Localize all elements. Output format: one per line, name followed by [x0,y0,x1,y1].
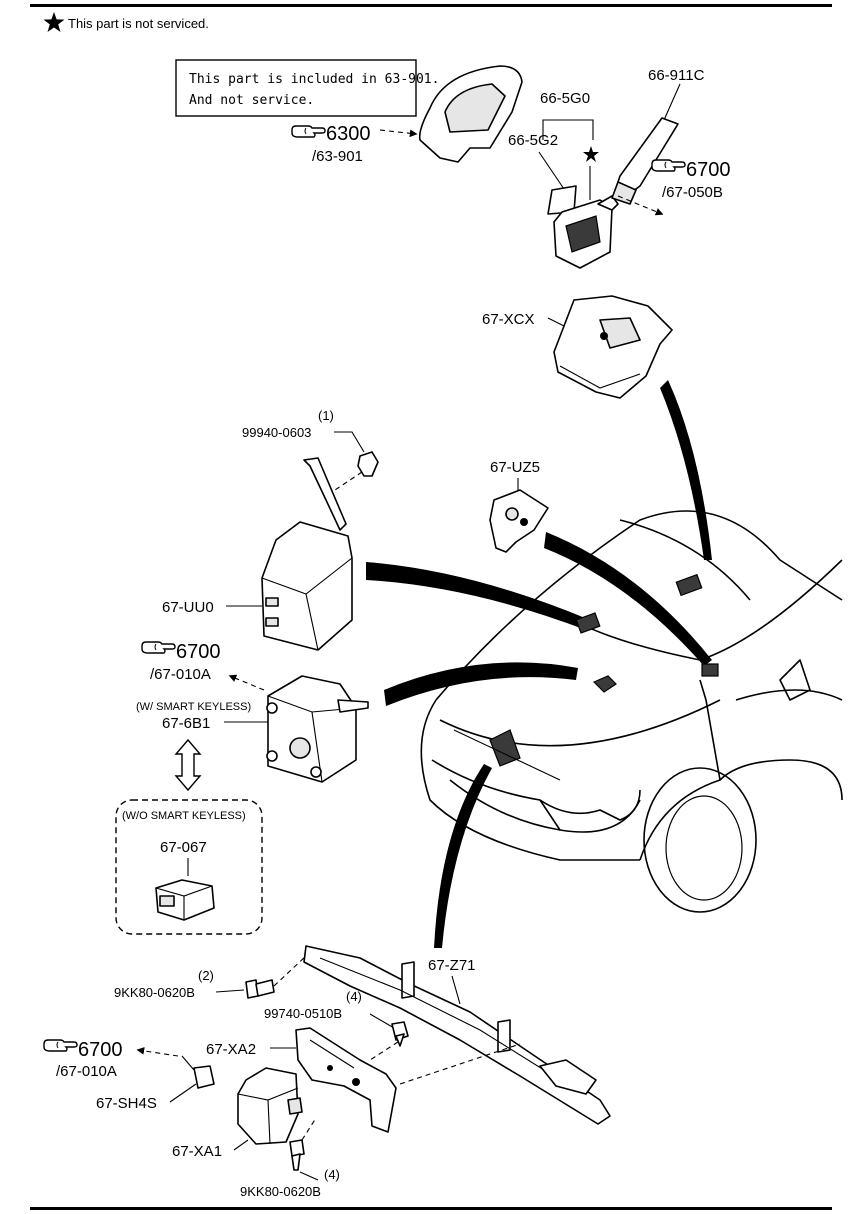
bracket-bar-part [303,945,611,1125]
qty-99740: (4) [346,989,362,1004]
pointing-hand-icon [651,159,686,172]
alternative-arrow [174,738,202,792]
part-99940-0603: 99940-0603 [242,425,311,440]
part-67-UU0: 67-UU0 [162,599,214,616]
ref-6300-code: 6300 [326,123,371,145]
wo-smart-keyless-box: (W/O SMART KEYLESS) 67-067 [115,799,263,935]
legend: This part is not serviced. [43,12,209,32]
radar-module-part [237,1067,303,1145]
connector-part [155,879,215,921]
part-67-SH4S: 67-SH4S [96,1095,157,1112]
pointer-swoosh-uu0 [366,562,590,630]
bolt-part-b [391,1021,409,1047]
pointer-swoosh-6b1 [384,662,578,706]
pointer-swoosh-uz5 [544,532,712,666]
ref-6700-mid-code: 6700 [176,641,221,663]
mount-bracket-part [295,1027,397,1133]
camera-module-part [553,295,673,399]
qty-99940: (1) [318,408,334,423]
part-67-XA2: 67-XA2 [206,1041,256,1058]
label-wo-smart-keyless: (W/O SMART KEYLESS) [122,810,246,822]
pointing-hand-icon [291,125,326,138]
part-9KK80-0620B-a: 9KK80-0620B [114,985,195,1000]
ref-6700-mid[interactable]: 6700 /67-010A [141,641,221,683]
part-66-911C: 66-911C [648,67,705,84]
ref-6700-bot-code: 6700 [78,1039,123,1061]
part-66-5G0: 66-5G0 [540,90,590,107]
part-67-067: 67-067 [160,839,207,856]
ref-6300-sub: /63-901 [312,148,363,165]
pointer-swoosh-z71 [434,764,492,948]
sensor-part [489,489,549,553]
part-67-XA1: 67-XA1 [172,1143,222,1160]
pointer-swoosh-xcx [660,380,712,560]
pointing-hand-icon [43,1039,78,1052]
part-67-UZ5: 67-UZ5 [490,459,540,476]
receiver-part [266,675,369,783]
stalk-cover-part [611,117,679,205]
part-9KK80-0620B-b: 9KK80-0620B [240,1184,321,1199]
ref-6700-top-sub: /67-050B [662,184,723,201]
bolt-part-c [289,1139,305,1171]
key-blank-part [418,65,523,163]
top-border [30,4,832,7]
ref-6700-top-code: 6700 [686,159,731,181]
star-icon [583,146,599,162]
part-99740-0510B: 99740-0510B [264,1006,342,1021]
note-line-1: This part is included in 63-901. [189,72,439,87]
ref-6700-mid-sub: /67-010A [150,666,211,683]
part-67-XCX: 67-XCX [482,311,535,328]
part-66-5G2: 66-5G2 [508,132,558,149]
vehicle-illustration [420,510,843,913]
ignition-switch-part [553,195,619,269]
legend-text: This part is not serviced. [68,16,209,31]
note-line-2: And not service. [189,93,314,108]
part-67-Z71: 67-Z71 [428,957,476,974]
qty-9KK80-a: (2) [198,968,214,983]
ref-6700-top[interactable]: 6700 /67-050B [651,159,731,201]
bottom-border [30,1207,832,1210]
qty-9KK80-b: (4) [324,1167,340,1182]
ref-6700-bot-sub: /67-010A [56,1063,117,1080]
label-smart-keyless: (W/ SMART KEYLESS) [136,701,251,713]
part-67-6B1: 67-6B1 [162,715,210,732]
bolt-part-a [245,979,275,999]
harness-connector-part [181,1055,215,1089]
ref-6700-bot[interactable]: 6700 /67-010A [43,1039,123,1080]
note-box: This part is included in 63-901. And not… [175,59,439,117]
control-module-part [261,457,353,651]
ref-6300[interactable]: 6300 /63-901 [291,123,371,165]
clip-part [357,451,379,477]
pointing-hand-icon [141,641,176,654]
star-icon [43,12,65,32]
